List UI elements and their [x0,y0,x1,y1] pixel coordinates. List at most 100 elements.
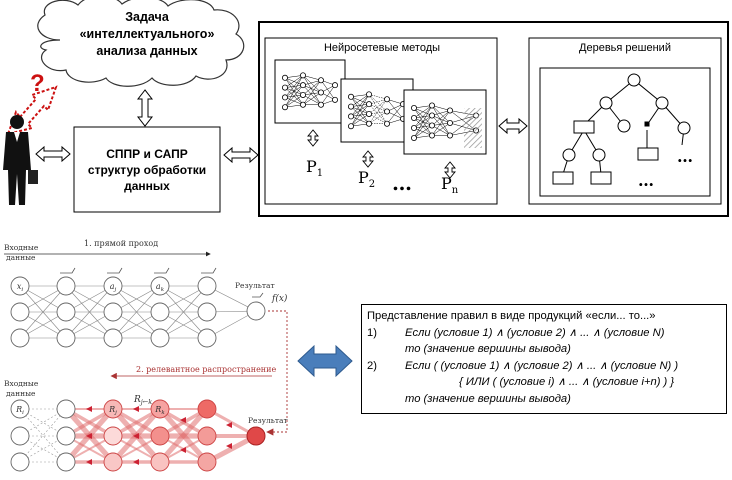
decision-trees-title: Деревья решений [579,42,671,54]
activation-icon [107,267,123,274]
neuron-node [428,102,435,109]
neuron-node [347,103,354,110]
neuron-node [331,82,338,89]
lrp-relevance-network: Ri Rj Rk [10,399,266,472]
lrp-relevance-neuron [150,426,170,446]
lrp-input-label-bottom-2: данные [6,389,36,398]
lrp-neuron [10,328,30,348]
rule-1-line-1: 1)Если (условие 1) ∧ (условие 2) ∧ ... ∧… [367,325,721,342]
neuron-node [446,120,453,127]
lrp-relevance-neuron [103,452,123,472]
rule-2-line-1: 2)Если ( (условие 1) ∧ (условие 2) ∧ ...… [367,358,721,375]
neuron-node [347,93,354,100]
lrp-result-bottom: Результат [248,416,288,425]
double-arrow-sppr-methods [223,146,259,164]
relevance-arrowhead [180,447,186,453]
relevance-arrowhead [86,406,92,412]
lrp-neuron [150,328,170,348]
svg-text:P2: P2 [358,168,375,190]
activation-icon [60,267,76,274]
lrp-neuron [10,276,30,296]
neuron-node [281,84,288,91]
lrp-relevance-neuron [150,399,170,419]
relevance-arrowhead [226,422,232,428]
neuron-node [383,108,390,115]
lrp-forward-label: 1. прямой проход [84,239,158,248]
lrp-input-label-bottom-1: Входные [4,379,39,388]
activation-icon [201,267,217,274]
blue-double-arrow [297,344,353,378]
rule-2-conclusion: то (значение вершины вывода) [405,392,571,405]
double-arrow-neural-trees [498,117,528,135]
neuron-node [347,123,354,130]
tree-ellipsis-2: … [638,171,654,190]
neuron-node [383,120,390,127]
relevance-arrowhead [133,433,139,439]
p1-label: P1 [306,157,323,179]
lrp-relevance-neuron [103,399,123,419]
lrp-feedback-dotted [266,310,288,436]
neuron-node [299,101,306,108]
neuron-node [299,82,306,89]
hatched-region [464,108,482,148]
lrp-xi-label: xi [17,282,24,293]
neuron-node [365,101,372,108]
pn-label: Pn [441,174,459,196]
relevance-arrowhead [86,459,92,465]
cloud-line-2: «интеллектуального» [80,27,215,41]
neuron-node [428,132,435,139]
lrp-relevance-output-neuron [246,426,266,446]
svg-text:Pn: Pn [441,174,459,196]
lrp-relevance-neuron [10,452,30,472]
lrp-relevance-neuron [103,426,123,446]
neuron-node [365,120,372,127]
neural-net-frame [340,78,414,143]
lrp-neuron [197,328,217,348]
cloud-line-1: Задача [125,10,170,24]
neuron-node [331,96,338,103]
networks-ellipsis: … [392,171,412,195]
lrp-neuron [56,328,76,348]
lrp-ri-label: Ri [15,405,24,416]
lrp-input-label-top-2: данные [6,253,36,262]
lrp-rjk-label: Rj←k [133,395,152,406]
lrp-rk-label: Rk [154,405,165,416]
lrp-neuron [150,302,170,322]
neuron-node [365,91,372,98]
rule-2-condition: Если ( (условие 1) ∧ (условие 2) ∧ ... ∧… [405,359,679,372]
lrp-result-top: Результат [235,281,275,290]
lrp-relevance-neuron [197,399,217,419]
rules-title: Представление правил в виде продукций «е… [367,310,656,322]
neuron-node [410,105,417,112]
lrp-relevance-neuron [10,399,30,419]
double-arrow-cloud-sppr [136,89,154,127]
rule-1-number: 1) [367,326,377,339]
relevance-arrowhead [86,433,92,439]
lrp-fx-label: f(x) [271,293,288,304]
cloud-line-3: анализа данных [96,44,197,58]
lrp-neuron [103,302,123,322]
lrp-relevance-neuron [150,452,170,472]
lrp-relevance-neuron [56,426,76,446]
lrp-neuron [103,328,123,348]
relevance-arrowhead [226,443,232,449]
lrp-aj-label: aj [110,282,117,293]
lrp-neuron [197,276,217,296]
lrp-rj-label: Rj [108,405,117,416]
neuron-node [410,125,417,132]
question-mark: ? [30,70,45,97]
neuron-node [410,134,417,141]
svg-text:P1: P1 [306,157,323,179]
activation-icon [252,292,264,298]
sppr-line-3: данных [124,179,170,193]
tree-ellipsis-1: … [677,147,693,166]
double-arrow-vertical-icon [307,129,319,147]
sppr-line-1: СППР и САПР [106,147,187,161]
neuron-node [410,115,417,122]
neuron-node [281,94,288,101]
neuron-node [428,112,435,119]
lrp-neuron [103,276,123,296]
rule-2-or-clause: { ИЛИ ( (условие i) ∧ ... ∧ (условие i+n… [459,376,675,388]
lrp-relevance-neuron [56,452,76,472]
